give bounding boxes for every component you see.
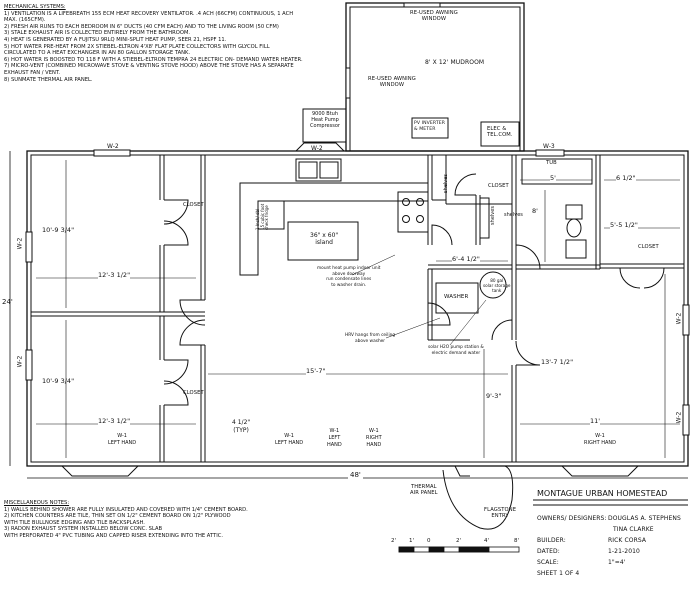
- bath-tub-dim: 5': [550, 174, 556, 182]
- right-bedroom-height-dim: 13'-7 1/2": [541, 358, 574, 366]
- mechanical-line: 6) HOT WATER IS BOOSTED TO 118 F WITH A …: [4, 56, 303, 63]
- pv-inverter-label: PV INVERTER & METER: [414, 121, 446, 133]
- mechanical-line: MAX. (165CFM).: [4, 17, 46, 24]
- mechanical-line: 7) MICRO-VENT (COMBINED MICROWAVE STOVE …: [4, 63, 294, 70]
- flagstone-entry-label: FLAGSTONE ENTRY: [484, 507, 517, 520]
- window-w3-label: W-3: [543, 143, 555, 150]
- shelves-label: shelves: [442, 174, 449, 193]
- bedroom-height-dim: 10'-9 3/4": [42, 377, 75, 385]
- mechanical-line: 3) STALE EXHAUST AIR IS COLLECTED ENTIRE…: [4, 30, 191, 37]
- dated-label: DATED:: [537, 548, 560, 555]
- scale-tick: 2': [456, 538, 462, 544]
- heat-pump-compressor-label: 9000 Btuh Heat Pump Compressor: [310, 111, 340, 129]
- mechanical-line: 4) HEAT IS GENERATED BY A FUJITSU 9RLQ M…: [4, 36, 227, 43]
- w1-left-hand-label: W-1 LEFT HAND: [108, 433, 137, 446]
- bedroom-height-dim: 10'-9 3/4": [42, 226, 75, 234]
- owners-name-2: TINA CLARKE: [613, 526, 654, 533]
- scale-value: 1"=4': [608, 559, 626, 566]
- laundry-width-dim: 6'-4 1/2": [452, 255, 480, 263]
- scale-tick: 4': [484, 538, 490, 544]
- solar-tank-label: 80 gal solar storage tank: [483, 278, 511, 293]
- closet-label: CLOSET: [488, 183, 509, 189]
- misc-line: 3) RADON EXHAUST SYSTEM INSTALLED BELOW …: [4, 526, 163, 533]
- project-title: MONTAGUE URBAN HOMESTEAD: [537, 489, 668, 498]
- misc-line: WITH TILE BULLNOSE EDGING AND TILE BACKS…: [4, 519, 145, 526]
- misc-line: WITH PERFORATED 4" PVC TUBING AND CAPPED…: [4, 532, 223, 539]
- misc-line: 1) WALLS BEHIND SHOWER ARE FULLY INSULAT…: [4, 506, 248, 513]
- mechanical-systems-notes: MECHANICAL SYSTEMS: 1) VENTILATION IS A …: [4, 4, 324, 83]
- shelves-label: shelves: [489, 206, 496, 225]
- indoor-unit-note: mount heat pump indoor unit above doorwa…: [317, 266, 381, 288]
- sheet-number: SHEET 1 OF 4: [537, 570, 580, 577]
- mechanical-line: CIRCULATED TO A HEAT EXCHANGER IN AN 80 …: [4, 50, 191, 57]
- reused-window-top-label: RE-USED AWNING WINDOW: [410, 10, 458, 23]
- scale-label: SCALE:: [537, 559, 559, 566]
- owners-label: OWNERS/ DESIGNERS:: [537, 515, 607, 522]
- shelves-label: shelves: [504, 212, 523, 218]
- closet-label: CLOSET: [183, 390, 204, 396]
- builder-name: RICK CORSA: [608, 537, 647, 544]
- window-w2-label: W-2: [311, 145, 323, 152]
- elec-telcom-label: ELEC & TEL.COM.: [487, 126, 513, 139]
- closet-label: CLOSET: [638, 244, 659, 250]
- closet-depth-dim: 5'-5 1/2": [610, 221, 638, 229]
- scale-tick: 8': [514, 538, 520, 544]
- w1-left-hand-label: W-1 LEFT HAND: [327, 428, 342, 448]
- misc-heading: MISCELLANEOUS NOTES:: [4, 500, 70, 506]
- owners-name-1: DOUGLAS A. STEPHENS: [608, 515, 681, 522]
- scale-tick: 1': [409, 538, 415, 544]
- window-w2-label: W-2: [675, 411, 683, 424]
- w1-right-hand-label: W-1 RIGHT HAND: [584, 433, 616, 446]
- fridge-label: 1 Inch/ dbl 15 cubic foot check fridge: [255, 203, 270, 230]
- bedroom-width-dim: 12'-3 1/2": [98, 417, 131, 425]
- scale-tick: 0: [427, 538, 431, 544]
- living-width-dim: 15'-7": [306, 367, 326, 375]
- solar-pump-note: solar H2O pump station & electric demand…: [428, 345, 484, 356]
- closet-label: CLOSET: [183, 202, 204, 208]
- w1-left-hand-label: W-1 LEFT HAND: [275, 433, 304, 446]
- washer-label: WASHER: [444, 294, 469, 300]
- window-w2-label: W-2: [16, 355, 24, 368]
- w1-right-hand-label: W-1 RIGHT HAND: [366, 428, 382, 448]
- right-bedroom-width-dim: 11': [590, 417, 601, 425]
- mechanical-heading: MECHANICAL SYSTEMS:: [4, 4, 66, 10]
- mechanical-line: 5) HOT WATER PRE-HEAT FROM 2X STIEBEL-EL…: [4, 43, 270, 50]
- tub-label: TUB: [546, 160, 557, 166]
- reused-window-left-label: RE-USED AWNING WINDOW: [368, 76, 416, 89]
- bedroom-width-dim: 12'-3 1/2": [98, 271, 131, 279]
- overall-width-dim: 48': [348, 471, 363, 479]
- island-label: 36" x 60" island: [310, 232, 339, 246]
- mudroom-label: 8' X 12' MUDROOM: [425, 59, 485, 66]
- mechanical-line: 8) SUNMATE THERMAL AIR PANEL.: [4, 76, 93, 83]
- mechanical-line: 2) FRESH AIR RUNS TO EACH BEDROOM IN 6" …: [4, 23, 279, 30]
- builder-label: BUILDER:: [537, 537, 566, 544]
- right-wall-dim: 9'-3": [486, 392, 502, 400]
- overall-height-dim: 24': [2, 298, 13, 306]
- typical-wall-dim: 4 1/2" (TYP): [232, 419, 251, 434]
- window-w2-label: W-2: [107, 143, 119, 150]
- bath-height-dim: 8': [532, 207, 538, 215]
- miscellaneous-notes: MISCELLANEOUS NOTES: 1) WALLS BEHIND SHO…: [4, 500, 324, 540]
- mechanical-line: 1) VENTILATION IS A LIFEBREATH 155 ECM H…: [4, 10, 294, 17]
- scale-tick: 2': [391, 538, 397, 544]
- thermal-air-panel-label: THERMAL AIR PANEL: [410, 484, 438, 497]
- closet-width-dim: 6 1/2": [616, 174, 636, 182]
- mechanical-line: EXHAUST FAN / VENT.: [4, 69, 61, 76]
- misc-line: 2) KITCHEN COUNTERS ARE TILE, THIN SET O…: [4, 513, 231, 520]
- dated-value: 1-21-2010: [608, 548, 640, 555]
- hrv-note: HRV hangs from ceiling above washer: [345, 333, 396, 344]
- window-w2-label: W-2: [675, 312, 683, 325]
- window-w2-label: W-2: [16, 237, 24, 250]
